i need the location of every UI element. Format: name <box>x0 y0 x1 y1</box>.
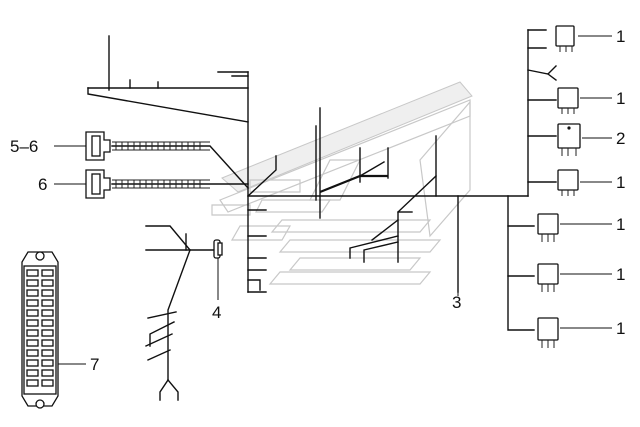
callout-1-top: 1 <box>616 27 625 46</box>
fuse-rows <box>26 269 54 387</box>
relay-third <box>557 123 581 156</box>
central-bundle <box>247 107 529 263</box>
right-distribution <box>457 29 557 331</box>
callout-4: 4 <box>212 303 221 322</box>
callout-5-6: 5–6 <box>10 137 38 156</box>
relay-second <box>557 87 579 114</box>
fuse-slot-right <box>41 279 54 287</box>
leader-lines <box>54 35 612 365</box>
fuse-slot-right <box>41 369 54 377</box>
fuse-slot-left <box>26 309 39 317</box>
callout-labels: 5–6 6 7 4 3 1 1 2 1 1 1 1 <box>10 27 625 374</box>
fuse-slot-left <box>26 299 39 307</box>
connector-6 <box>85 169 210 199</box>
callout-1-seventh: 1 <box>616 319 625 338</box>
fuse-slot-left <box>26 319 39 327</box>
fuse-slot-right <box>41 349 54 357</box>
fuse-slot-left <box>26 379 39 387</box>
connector-5-6 <box>85 131 210 161</box>
fuse-slot-left <box>26 329 39 337</box>
fuse-slot-right <box>41 299 54 307</box>
main-harness-trunk <box>87 35 277 293</box>
fuse-slot-left <box>26 359 39 367</box>
relay-fifth <box>537 213 559 242</box>
fuse-slot-right <box>41 289 54 297</box>
callout-6: 6 <box>38 175 47 194</box>
lower-left-harness <box>145 225 219 401</box>
fuse-slot-right <box>41 329 54 337</box>
connector-6-pins <box>112 179 210 189</box>
fuse-slot-right <box>41 319 54 327</box>
fuse-slot-right <box>41 269 54 277</box>
fuse-slot-left <box>26 369 39 377</box>
fuse-slot-left <box>26 349 39 357</box>
fuse-slot-right <box>41 339 54 347</box>
relay-seventh <box>537 317 559 348</box>
relay-sixth <box>537 263 559 292</box>
callout-1-sixth: 1 <box>616 265 625 284</box>
fuse-slot-left <box>26 339 39 347</box>
fuse-slot-left <box>26 269 39 277</box>
inline-connector-4 <box>213 239 223 259</box>
fuse-slot-right <box>41 359 54 367</box>
callout-2: 2 <box>616 129 625 148</box>
watermark-logo <box>211 81 473 285</box>
callout-1-fifth: 1 <box>616 215 625 234</box>
relay-top <box>555 25 575 52</box>
fuse-slot-right <box>41 379 54 387</box>
fuse-slot-left <box>26 279 39 287</box>
fuse-slot-left <box>26 289 39 297</box>
fuse-slot-right <box>41 309 54 317</box>
connector-5-6-pins <box>112 141 210 151</box>
callout-1-second: 1 <box>616 89 625 108</box>
relay-fourth <box>557 169 579 196</box>
callout-3: 3 <box>452 293 461 312</box>
callout-1-fourth: 1 <box>616 173 625 192</box>
callout-7: 7 <box>90 355 99 374</box>
fuse-block-7 <box>21 251 59 409</box>
